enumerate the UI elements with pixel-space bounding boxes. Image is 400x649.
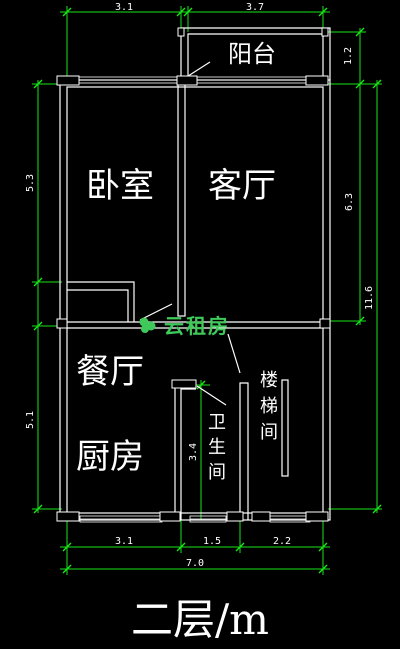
dim-top-left: 3.1 [115,2,133,13]
room-living: 客厅 [208,166,276,206]
dim-bottom-total: 7.0 [186,558,204,569]
watermark-text: 云租房 [164,314,230,338]
room-stairs-char-3: 间 [260,422,278,443]
dim-bottom-right: 2.2 [273,536,291,547]
room-balcony: 阳台 [228,40,276,68]
room-bedroom: 卧室 [86,166,154,206]
room-labels: 阳台 卧室 客厅 餐厅 厨房 卫 生 间 楼 梯 间 [76,40,278,483]
dim-left-lower: 5.1 [25,411,36,429]
watermark-logo-icon [139,317,156,333]
room-stairs-char-1: 楼 [260,370,278,391]
dim-top-right: 3.7 [246,2,264,13]
dimension-labels: 3.1 3.7 1.2 5.3 6.3 11.6 5.1 3.4 3.1 1.5… [25,2,375,569]
dimension-lines [32,6,382,575]
room-bathroom-char-3: 间 [208,462,226,483]
dim-right-upper: 6.3 [344,193,355,211]
dim-bathroom-height: 3.4 [188,443,199,461]
room-dining: 餐厅 [76,352,144,392]
column-posts [56,27,331,522]
room-bathroom-char-1: 卫 [208,412,226,433]
dim-right-total: 11.6 [364,286,375,310]
watermark: 云租房 [139,314,230,338]
room-kitchen: 厨房 [76,437,144,477]
dim-bottom-middle: 1.5 [203,536,221,547]
dim-balcony-depth: 1.2 [343,47,354,65]
dim-bottom-left: 3.1 [115,536,133,547]
room-stairs-char-2: 梯 [260,396,278,417]
room-bathroom-char-2: 生 [208,437,226,458]
dim-left-upper: 5.3 [25,174,36,192]
page-title: 二层/m [131,595,269,644]
